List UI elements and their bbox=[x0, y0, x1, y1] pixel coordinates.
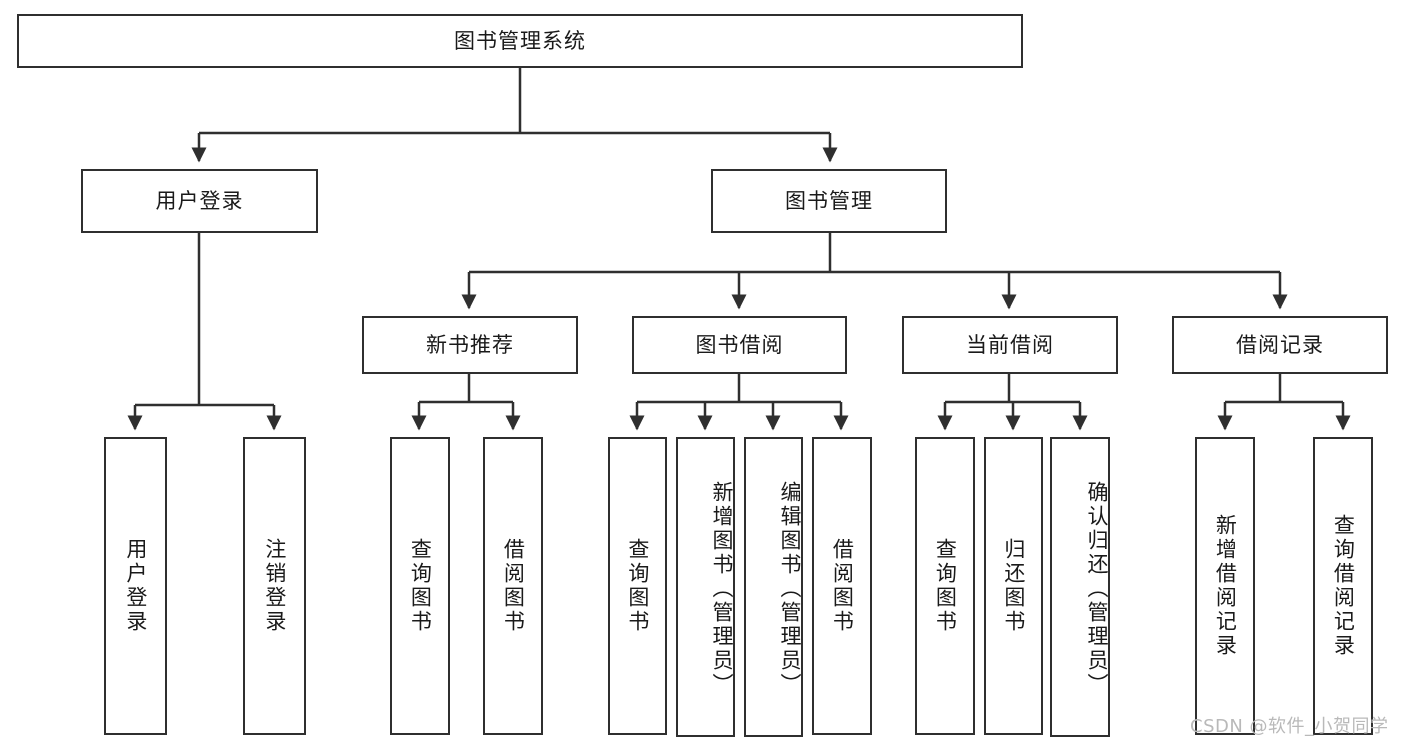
node-root-label: 图书管理系统 bbox=[454, 28, 586, 53]
leaf-edit-book-admin-label: 编辑图书（管理员） bbox=[778, 481, 802, 697]
node-book-management-label: 图书管理 bbox=[785, 188, 873, 213]
node-borrow-records[interactable]: 借阅记录 bbox=[1172, 316, 1388, 374]
leaf-user-login-label: 用户登录 bbox=[123, 538, 148, 634]
node-new-book-recommend-label: 新书推荐 bbox=[426, 332, 514, 357]
leaf-borrow-book-borrow[interactable]: 借阅图书 bbox=[812, 437, 872, 735]
leaf-logout[interactable]: 注销登录 bbox=[243, 437, 306, 735]
node-user-login[interactable]: 用户登录 bbox=[81, 169, 318, 233]
node-user-login-label: 用户登录 bbox=[155, 188, 244, 213]
node-root[interactable]: 图书管理系统 bbox=[17, 14, 1023, 68]
leaf-add-book-admin-label: 新增图书（管理员） bbox=[710, 481, 734, 697]
node-book-management[interactable]: 图书管理 bbox=[711, 169, 947, 233]
leaf-logout-label: 注销登录 bbox=[262, 538, 287, 634]
node-book-borrow[interactable]: 图书借阅 bbox=[632, 316, 847, 374]
leaf-return-book[interactable]: 归还图书 bbox=[984, 437, 1043, 735]
leaf-query-book-borrow-label: 查询图书 bbox=[625, 538, 650, 634]
leaf-return-book-label: 归还图书 bbox=[1001, 538, 1026, 634]
watermark: CSDN @软件_小贺同学 bbox=[1190, 716, 1389, 737]
leaf-add-borrow-record[interactable]: 新增借阅记录 bbox=[1195, 437, 1255, 735]
leaf-confirm-return-admin[interactable]: 确认归还（管理员） bbox=[1050, 437, 1110, 737]
leaf-query-book-newbook-label: 查询图书 bbox=[408, 538, 433, 634]
leaf-add-borrow-record-label: 新增借阅记录 bbox=[1213, 514, 1238, 658]
leaf-borrow-book-newbook[interactable]: 借阅图书 bbox=[483, 437, 543, 735]
leaf-query-borrow-record-label: 查询借阅记录 bbox=[1331, 514, 1356, 658]
leaf-query-book-newbook[interactable]: 查询图书 bbox=[390, 437, 450, 735]
leaf-query-book-current[interactable]: 查询图书 bbox=[915, 437, 975, 735]
leaf-user-login[interactable]: 用户登录 bbox=[104, 437, 167, 735]
leaf-query-borrow-record[interactable]: 查询借阅记录 bbox=[1313, 437, 1373, 735]
leaf-query-book-borrow[interactable]: 查询图书 bbox=[608, 437, 667, 735]
leaf-confirm-return-admin-label: 确认归还（管理员） bbox=[1085, 481, 1109, 697]
leaf-borrow-book-borrow-label: 借阅图书 bbox=[830, 538, 855, 634]
node-new-book-recommend[interactable]: 新书推荐 bbox=[362, 316, 578, 374]
node-current-borrow-label: 当前借阅 bbox=[966, 332, 1054, 357]
leaf-query-book-current-label: 查询图书 bbox=[933, 538, 958, 634]
leaf-borrow-book-newbook-label: 借阅图书 bbox=[501, 538, 526, 634]
leaf-add-book-admin[interactable]: 新增图书（管理员） bbox=[676, 437, 735, 737]
leaf-edit-book-admin[interactable]: 编辑图书（管理员） bbox=[744, 437, 803, 737]
node-book-borrow-label: 图书借阅 bbox=[695, 332, 784, 357]
node-borrow-records-label: 借阅记录 bbox=[1236, 332, 1324, 357]
node-current-borrow[interactable]: 当前借阅 bbox=[902, 316, 1118, 374]
